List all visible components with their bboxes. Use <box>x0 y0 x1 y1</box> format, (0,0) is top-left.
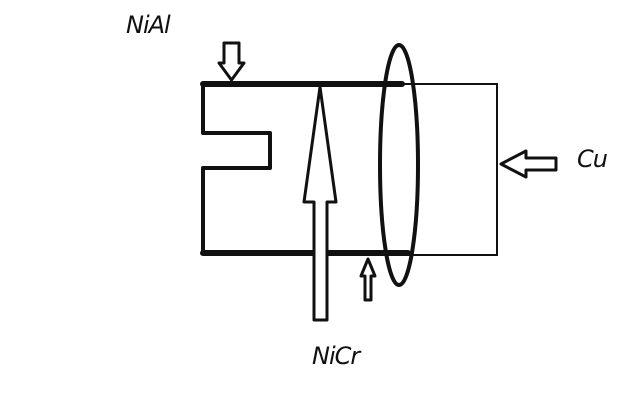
label-cu: Cu <box>577 145 608 173</box>
left-notched-body <box>203 84 270 253</box>
niAl-down-arrow <box>219 43 244 80</box>
label-niCr: NiCr <box>312 342 362 370</box>
label-niAl: NiAl <box>126 11 171 39</box>
cu-left-arrow <box>501 151 556 177</box>
niCr-up-arrow <box>304 87 336 320</box>
small-up-arrow <box>361 259 375 300</box>
